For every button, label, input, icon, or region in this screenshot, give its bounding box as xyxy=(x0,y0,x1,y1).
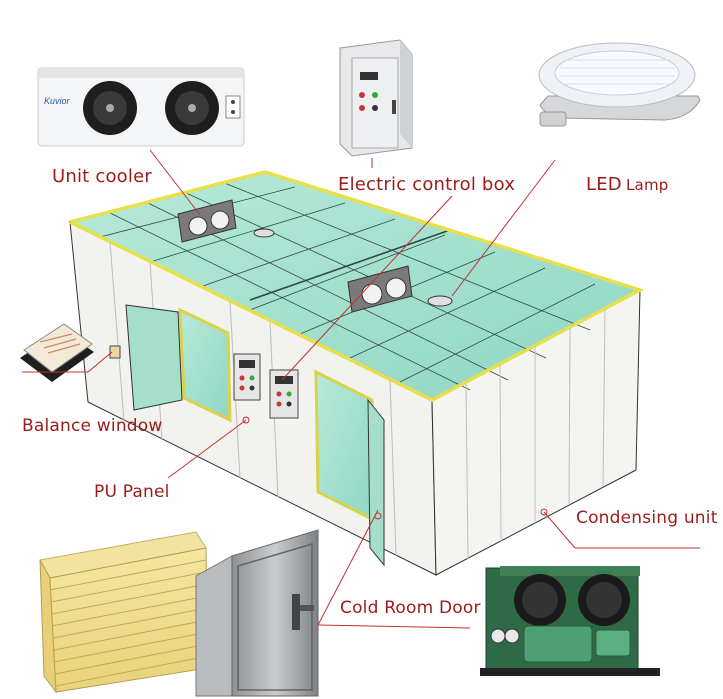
right-door-leaf xyxy=(367,398,385,567)
condensing-unit-image xyxy=(480,566,660,676)
roof-cooler-2 xyxy=(347,265,413,313)
pu-panels-image xyxy=(39,531,209,694)
left-door-leaf xyxy=(125,304,183,411)
label-unit-cooler: Unit cooler xyxy=(52,166,152,187)
unit-cooler-image xyxy=(37,67,245,147)
label-led: LED xyxy=(586,174,622,195)
cooler-brand-text: Kuvior xyxy=(44,96,70,106)
led-lamp-image xyxy=(538,42,701,127)
balance-window-image xyxy=(20,323,94,382)
roof-cooler-1 xyxy=(177,199,237,243)
leader-lines xyxy=(22,149,700,629)
left-door-opening xyxy=(178,307,232,423)
cold-room xyxy=(68,170,645,576)
label-pu-panel: PU Panel xyxy=(94,482,170,502)
electric-control-box-image xyxy=(339,39,413,157)
label-electric-control-box: Electric control box xyxy=(338,174,516,195)
cold-room-door-image xyxy=(195,529,319,697)
label-balance-window: Balance window xyxy=(22,416,163,436)
label-condensing-unit: Condensing unit xyxy=(576,508,718,528)
label-cold-room-door: Cold Room Door xyxy=(340,598,481,618)
label-lamp: Lamp xyxy=(626,176,669,194)
